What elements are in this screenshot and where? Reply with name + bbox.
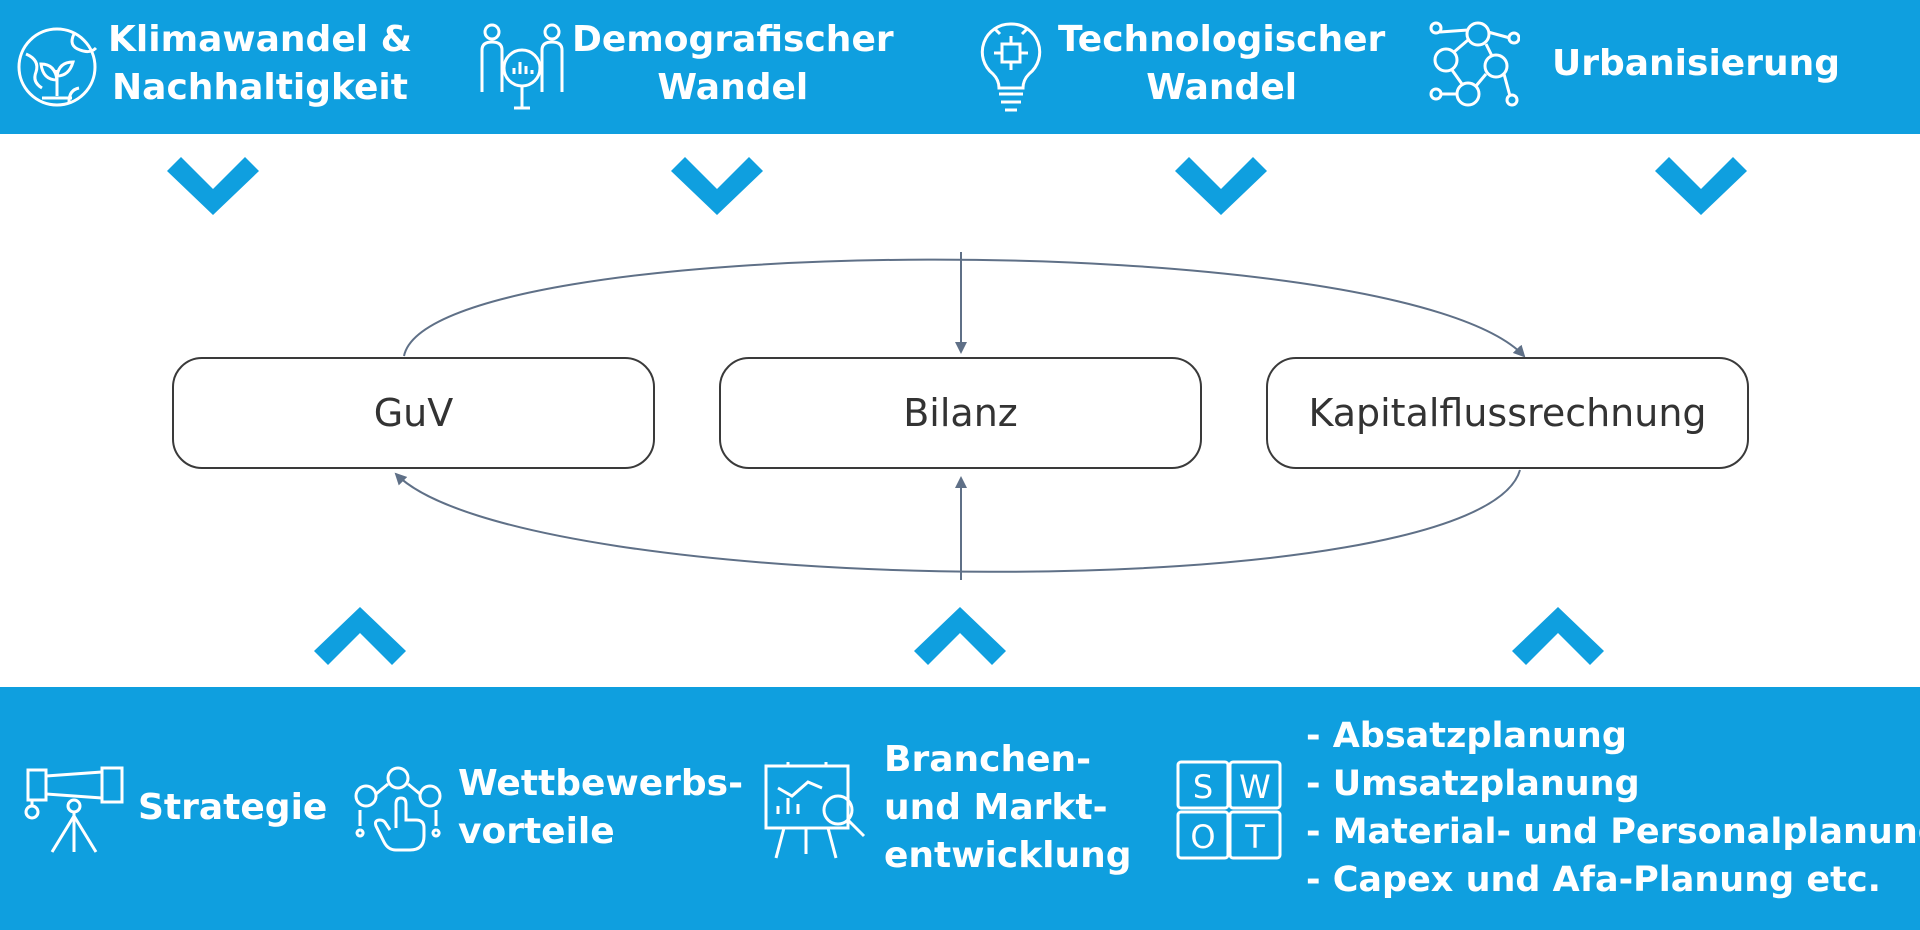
arrow-guv-to-kapitalfluss (403, 258, 1526, 358)
kapitalfluss-box: Kapitalflussrechnung (1266, 357, 1749, 469)
driver-demografie-label: Demografischer Wandel (572, 19, 894, 108)
guv-label: GuV (373, 391, 454, 435)
driver-klimawandel-label: Klimawandel & Nachhaltigkeit (108, 19, 413, 108)
swot-letter: S (1193, 768, 1213, 806)
bilanz-box: Bilanz (719, 357, 1202, 469)
chevron-down-icon (671, 157, 763, 215)
lightbulb-chip-icon (976, 20, 1046, 114)
telescope-icon (24, 766, 126, 854)
chevron-down-icon (1655, 157, 1747, 215)
arrow-kapitalfluss-to-guv (394, 469, 1521, 573)
driver-urbanisierung-label: Urbanisierung (1552, 43, 1840, 84)
bottom-inputs-band (0, 687, 1920, 930)
planning-item: - Capex und Afa-Planung etc. (1306, 860, 1881, 900)
globe-plant-icon (14, 24, 100, 110)
swot-letter: T (1244, 818, 1265, 856)
kapitalfluss-label: Kapitalflussrechnung (1308, 391, 1707, 435)
hand-network-icon (352, 764, 444, 856)
chevron-up-icon (314, 607, 406, 665)
planning-item: - Absatzplanung (1306, 716, 1627, 756)
swot-letter: O (1190, 818, 1215, 856)
top-drivers-band (0, 0, 1920, 134)
chevron-up-icon (1512, 607, 1604, 665)
swot-letter: W (1239, 768, 1271, 806)
swot-icon: S W O T (1176, 760, 1282, 860)
chevron-down-icon (167, 157, 259, 215)
network-people-icon (1428, 20, 1520, 112)
planning-item: - Material- und Personalplanung (1306, 812, 1920, 852)
chevron-down-icon (1175, 157, 1267, 215)
chevron-up-icon (914, 607, 1006, 665)
driver-technologie-label: Technologischer Wandel (1058, 19, 1386, 108)
presentation-chart-icon (764, 758, 868, 862)
input-branchen-label: Branchen- und Markt- entwicklung (884, 739, 1132, 876)
people-magnifier-icon (478, 22, 566, 112)
planning-item: - Umsatzplanung (1306, 764, 1640, 804)
planning-list: - Absatzplanung - Umsatzplanung - Materi… (1306, 712, 1920, 904)
guv-box: GuV (172, 357, 655, 469)
input-strategie-label: Strategie (138, 787, 328, 828)
input-wettbewerb-label: Wettbewerbs- vorteile (458, 763, 744, 852)
bilanz-label: Bilanz (903, 391, 1018, 435)
